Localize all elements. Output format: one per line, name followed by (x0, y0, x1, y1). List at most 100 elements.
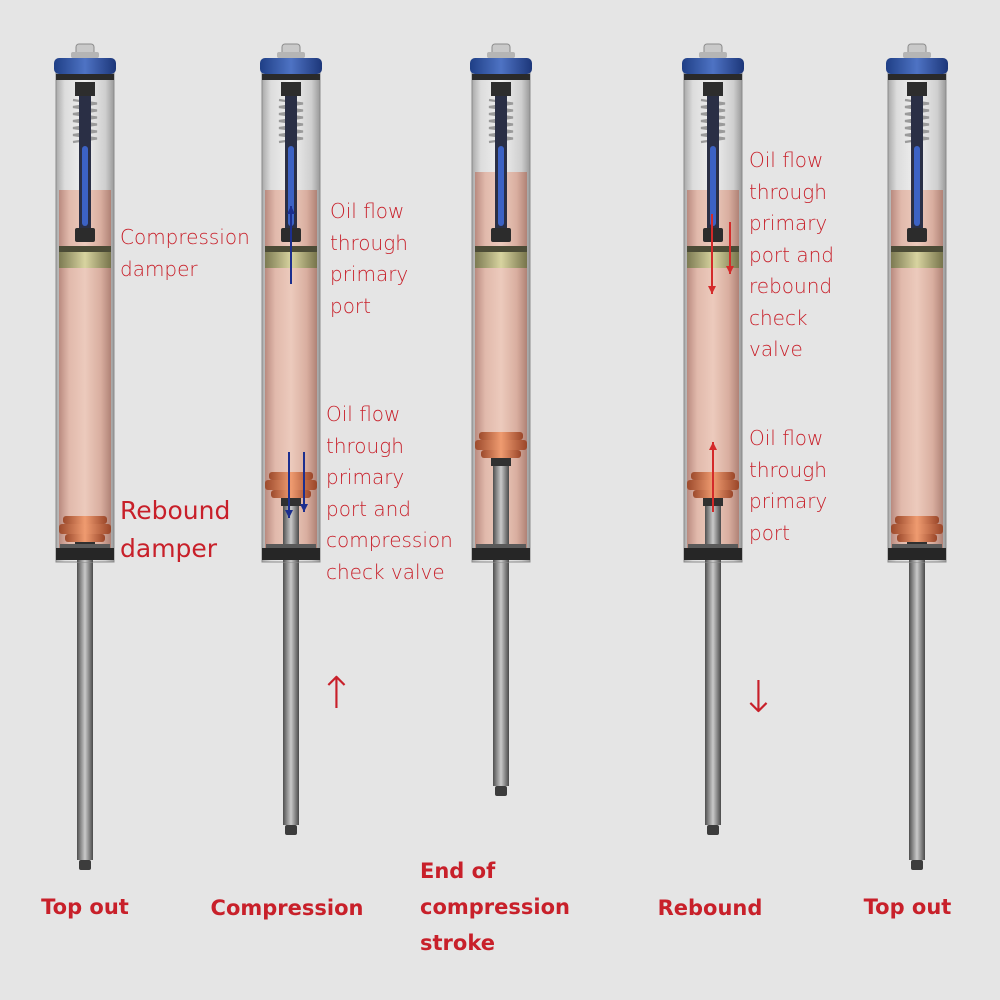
rebound-upper-flow-arrow-left (708, 214, 716, 294)
damper-end-of-compression (470, 43, 532, 796)
rebound-lower-flow-label: Oil flow through primary port (749, 426, 828, 545)
top-knob-base (487, 52, 515, 58)
caption-rebound: Rebound (657, 896, 763, 920)
spring (904, 98, 930, 144)
spring (488, 98, 514, 144)
compression-damper (891, 252, 943, 268)
rebound-upper-flow-arrow-right (726, 222, 734, 274)
top-knob-base (71, 52, 99, 58)
top-knob-base (277, 52, 305, 58)
oil-column (59, 190, 111, 552)
top-cap (682, 58, 744, 74)
bottom-seal-ring (892, 544, 942, 548)
compression-upper-flow-label: Oil flow through primary port (330, 199, 409, 318)
compression-valve-top (891, 246, 943, 252)
top-seal (888, 74, 946, 80)
piston-rod (77, 560, 93, 860)
top-cap (260, 58, 322, 74)
shaft-collar (75, 228, 95, 242)
rod-inside (493, 466, 509, 562)
compression-motion-arrow-icon: ↑ (318, 668, 355, 719)
bottom-seal-ring (60, 544, 110, 548)
flow-arrow-head (708, 286, 716, 294)
rebound-shim-bottom (481, 450, 521, 458)
shaft-head (75, 82, 95, 96)
top-knob-base (699, 52, 727, 58)
shaft-head (907, 82, 927, 96)
compression-damper (475, 252, 527, 268)
shaft-highlight (498, 146, 504, 226)
shaft-collar (907, 228, 927, 242)
oil-column (891, 190, 943, 552)
shaft-highlight (82, 146, 88, 226)
rebound-piston (891, 524, 943, 534)
shaft-head (281, 82, 301, 96)
caption-top-out-left: Top out (41, 895, 129, 919)
rod-end (79, 860, 91, 870)
rod-end (495, 786, 507, 796)
rebound-damper-label: Rebound damper (120, 496, 231, 563)
bottom-seal (472, 548, 530, 560)
rebound-piston (475, 440, 527, 450)
flow-arrow-head (300, 504, 308, 512)
piston-rod (283, 560, 299, 825)
top-knob-base (903, 52, 931, 58)
rod-end (707, 825, 719, 835)
shaft-highlight (288, 146, 294, 226)
caption-compression: Compression (210, 896, 364, 920)
flow-arrow-head (709, 442, 717, 450)
top-cap (886, 58, 948, 74)
rebound-shim-top (269, 472, 313, 480)
bottom-seal (684, 548, 742, 560)
bottom-seal (888, 548, 946, 560)
compression-damper (59, 252, 111, 268)
spring (72, 98, 98, 144)
rebound-upper-flow-label: Oil flow through primary port and reboun… (749, 148, 834, 361)
flow-arrow-head (726, 266, 734, 274)
top-cap (54, 58, 116, 74)
caption-end-of-compression: End of compression stroke (420, 859, 570, 955)
rebound-motion-arrow-icon: ↓ (740, 672, 777, 723)
compression-upper-flow-arrow (287, 206, 295, 284)
flow-arrow-head (285, 510, 293, 518)
bottom-seal (262, 548, 320, 560)
piston-rod (909, 560, 925, 860)
spring (278, 98, 304, 144)
compression-valve-top (475, 246, 527, 252)
rebound-piston (59, 524, 111, 534)
rebound-shim-top (63, 516, 107, 524)
damper-compression (260, 43, 322, 835)
rod-end (911, 860, 923, 870)
compression-damper-label: Compression damper (120, 225, 250, 281)
bottom-seal-ring (266, 544, 316, 548)
compression-lower-flow-label: Oil flow through primary port and compre… (326, 402, 453, 584)
shaft-highlight (914, 146, 920, 226)
damper-top-out-1 (54, 43, 116, 870)
rebound-piston (265, 480, 317, 490)
compression-valve-top (59, 246, 111, 252)
damper-rebound (682, 43, 744, 835)
top-seal (262, 74, 320, 80)
rod-end (285, 825, 297, 835)
flow-arrow-head (287, 206, 295, 214)
caption-top-out-right: Top out (863, 895, 952, 919)
shaft-head (703, 82, 723, 96)
rebound-lower-flow-arrow (709, 442, 717, 512)
top-seal (684, 74, 742, 80)
compression-lower-flow-arrow-right (300, 452, 308, 512)
shaft-collar (491, 228, 511, 242)
compression-lower-flow-arrow-left (285, 452, 293, 518)
rebound-shim-bottom (271, 490, 311, 498)
piston-rod (493, 560, 509, 786)
shaft-head (491, 82, 511, 96)
piston-nut (281, 498, 301, 506)
top-seal (472, 74, 530, 80)
spring (700, 98, 726, 144)
rebound-shim-bottom (65, 534, 105, 542)
shaft-highlight (710, 146, 716, 226)
damper-top-out-2 (886, 43, 948, 870)
rebound-shim-top (479, 432, 523, 440)
top-cap (470, 58, 532, 74)
bottom-seal-ring (476, 544, 526, 548)
